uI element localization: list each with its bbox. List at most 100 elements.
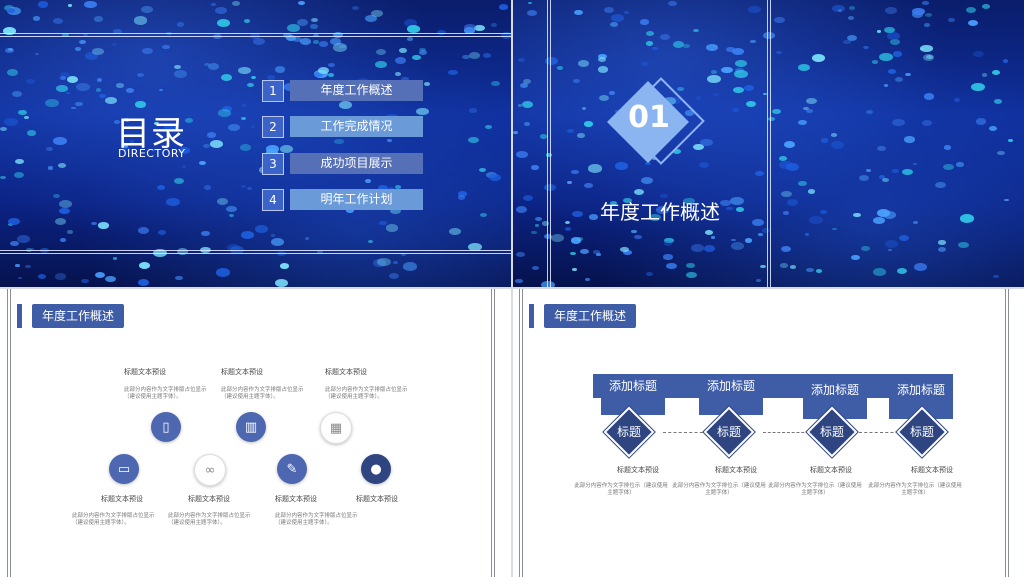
- slide-section-01[interactable]: [513, 0, 1024, 287]
- bokeh-dot: [805, 108, 813, 114]
- bokeh-dot: [798, 63, 811, 71]
- bokeh-dot: [339, 44, 346, 49]
- bokeh-dot: [394, 72, 402, 76]
- bokeh-dot: [938, 240, 946, 245]
- bokeh-dot: [623, 249, 633, 255]
- bokeh-dot: [95, 88, 102, 92]
- bokeh-dot: [54, 218, 67, 225]
- bokeh-dot: [515, 150, 528, 159]
- toc-item-2[interactable]: 工作完成情况: [290, 116, 423, 137]
- bokeh-dot: [685, 110, 695, 116]
- bokeh-dot: [698, 162, 709, 169]
- bokeh-dot: [462, 54, 470, 59]
- frame-line: [519, 289, 520, 577]
- bokeh-dot: [203, 143, 210, 148]
- item-title: 标题文本预设: [124, 368, 166, 376]
- step-flag[interactable]: 添加标题: [601, 375, 665, 415]
- bokeh-dot: [56, 84, 69, 92]
- bokeh-dot: [174, 65, 182, 70]
- bokeh-dot: [672, 148, 682, 154]
- bokeh-dot: [925, 13, 932, 18]
- bokeh-dot: [557, 66, 564, 70]
- bokeh-dot: [498, 4, 508, 10]
- bokeh-dot: [713, 92, 719, 97]
- bokeh-dot: [267, 75, 276, 80]
- toc-item-1[interactable]: 年度工作概述: [290, 80, 423, 101]
- bokeh-dot: [52, 193, 61, 199]
- bokeh-dot: [865, 109, 873, 114]
- section-heading: 年度工作概述: [32, 304, 125, 328]
- bokeh-dot: [319, 41, 329, 47]
- bokeh-dot: [885, 6, 898, 14]
- item-body: 此部分内容作为文字排版占位显示（建议使用主题字体）。: [325, 387, 408, 400]
- bokeh-dot: [17, 276, 23, 280]
- bokeh-dot: [634, 234, 643, 240]
- bokeh-dot: [246, 82, 254, 87]
- bokeh-dot: [419, 47, 426, 52]
- step-flag[interactable]: 添加标题: [803, 379, 867, 419]
- bokeh-dot: [404, 19, 418, 28]
- bokeh-dot: [599, 95, 610, 102]
- bokeh-dot: [116, 83, 124, 89]
- bokeh-dot: [683, 197, 695, 205]
- bokeh-dot: [287, 23, 300, 32]
- heading-marker: [17, 304, 22, 328]
- diamond-label: 标题: [616, 425, 641, 439]
- bokeh-dot: [333, 138, 344, 145]
- bokeh-dot: [571, 169, 579, 175]
- bokeh-dot: [376, 258, 391, 267]
- bokeh-dot: [802, 106, 810, 111]
- bokeh-dot: [129, 140, 135, 143]
- divider-line: [550, 0, 551, 287]
- step-body: 此部分内容作为文字排位示（建议使用主题字体）: [868, 483, 962, 496]
- frame-line: [491, 289, 492, 577]
- bokeh-dot: [853, 212, 861, 218]
- bokeh-dot: [78, 39, 86, 44]
- bokeh-dot: [779, 160, 794, 170]
- bokeh-dot: [569, 251, 576, 256]
- bokeh-dot: [545, 152, 553, 157]
- bokeh-dot: [389, 207, 401, 215]
- bokeh-dot: [876, 209, 890, 218]
- bokeh-dot: [812, 53, 826, 62]
- bokeh-dot: [861, 246, 870, 252]
- chat-icon: ●: [361, 454, 391, 484]
- toc-number: 1: [262, 80, 284, 102]
- bokeh-dot: [588, 164, 602, 173]
- bokeh-dot: [58, 207, 70, 215]
- bokeh-dot: [805, 233, 810, 236]
- bokeh-dot: [198, 160, 207, 166]
- frame-line: [1008, 289, 1009, 577]
- bokeh-dot: [925, 54, 934, 60]
- bokeh-dot: [645, 41, 654, 46]
- bokeh-dot: [816, 269, 823, 273]
- bokeh-dot: [564, 226, 571, 231]
- bokeh-dot: [279, 263, 289, 269]
- bokeh-dot: [184, 117, 194, 123]
- bokeh-dot: [534, 223, 540, 227]
- bokeh-dot: [798, 119, 807, 125]
- bokeh-dot: [217, 18, 230, 27]
- toc-item-4[interactable]: 明年工作计划: [290, 189, 423, 210]
- bokeh-dot: [598, 57, 607, 63]
- item-title: 标题文本预设: [101, 495, 143, 503]
- bokeh-dot: [523, 79, 532, 85]
- bokeh-dot: [959, 214, 974, 223]
- bokeh-dot: [896, 267, 907, 274]
- bokeh-dot: [297, 19, 309, 26]
- bokeh-dot: [250, 76, 256, 80]
- bokeh-dot: [136, 73, 144, 78]
- toc-item-3[interactable]: 成功项目展示: [290, 153, 423, 174]
- bokeh-dot: [858, 174, 870, 182]
- bokeh-dot: [711, 70, 718, 75]
- slide-overview-steps[interactable]: 年度工作概述 添加标题 添加标题 添加标题 添加标题 标题 标题 标题 标题 标…: [513, 289, 1024, 577]
- slide-overview-icons[interactable]: 年度工作概述 标题文本预设 此部分内容作为文字排版占位显示（建议使用主题字体）。…: [0, 289, 511, 577]
- bokeh-dot: [783, 141, 796, 149]
- bokeh-dot: [806, 267, 814, 273]
- bokeh-dot: [157, 185, 166, 190]
- bokeh-dot: [968, 19, 979, 26]
- bokeh-dot: [604, 6, 615, 13]
- bokeh-dot: [704, 229, 714, 235]
- bokeh-dot: [179, 147, 191, 154]
- slide-directory[interactable]: 目录 DIRECTORY 1 年度工作概述 2 工作完成情况 3 成功项目展示 …: [0, 0, 511, 287]
